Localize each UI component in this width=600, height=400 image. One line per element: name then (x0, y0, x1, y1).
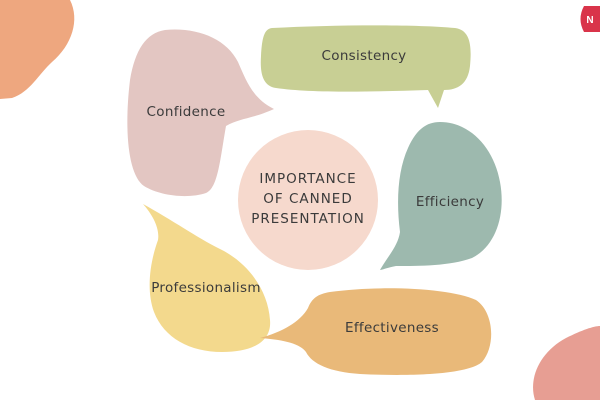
bubble-label-professionalism: Professionalism (151, 280, 261, 296)
bubble-label-confidence: Confidence (147, 104, 226, 120)
center-circle (238, 130, 378, 270)
speech-bubble-confidence (127, 29, 274, 197)
bubble-label-efficiency: Efficiency (416, 194, 484, 210)
speech-bubble-professionalism (143, 204, 271, 352)
bubble-professionalism: Professionalism (143, 204, 271, 352)
brand-logo: N (580, 6, 600, 32)
speech-bubble-consistency (260, 25, 471, 108)
center-topic: IMPORTANCE OF CANNED PRESENTATION (238, 130, 378, 270)
bubble-effectiveness: Effectiveness (260, 288, 492, 375)
bubble-label-consistency: Consistency (322, 48, 407, 64)
speech-bubble-efficiency (380, 122, 502, 270)
bubble-label-effectiveness: Effectiveness (345, 320, 439, 336)
decorative-blob-top-left (0, 0, 75, 99)
bubble-confidence: Confidence (127, 29, 274, 197)
bubble-consistency: Consistency (260, 25, 471, 108)
logo-letter: N (586, 15, 593, 26)
center-title-line-3: PRESENTATION (251, 211, 365, 227)
center-title-line-1: IMPORTANCE (259, 171, 356, 187)
logo-badge-icon (580, 6, 600, 32)
decorative-blob-bottom-right (533, 326, 600, 400)
center-title-line-2: OF CANNED (263, 191, 352, 207)
speech-bubble-effectiveness (260, 288, 492, 375)
bubble-efficiency: Efficiency (380, 122, 502, 270)
